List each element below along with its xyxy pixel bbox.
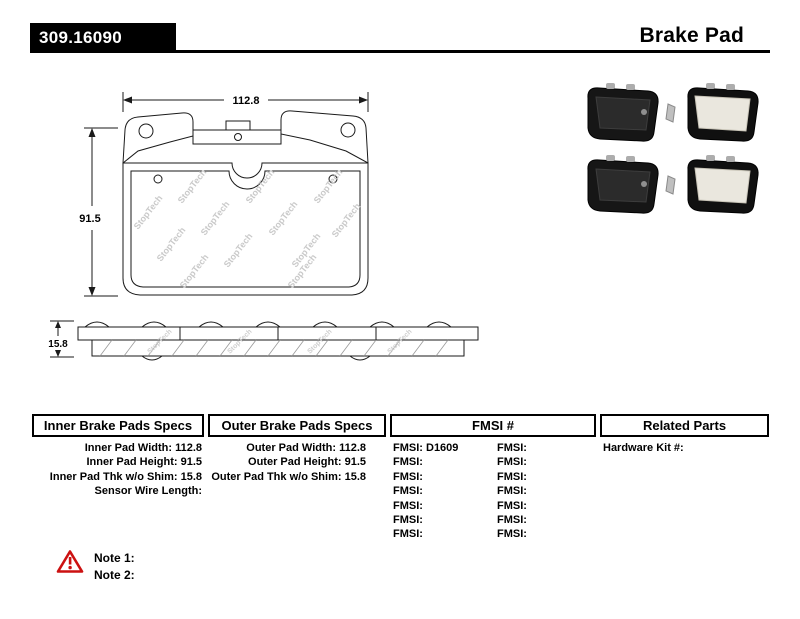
watermark-text: StopTech (330, 201, 363, 239)
watermark-text: StopTech (386, 328, 413, 355)
inner-spec-row: Sensor Wire Length: (94, 485, 202, 498)
watermark-side-group: StopTech StopTech StopTech StopTech (146, 328, 413, 355)
watermark-text: StopTech (267, 199, 300, 237)
fmsi-row: FMSI: (497, 485, 527, 498)
fmsi-row: FMSI: (497, 499, 527, 512)
fmsi-row: FMSI: (393, 456, 423, 469)
part-number-box: 309.16090 (30, 23, 176, 52)
outer-specs-header: Outer Brake Pads Specs (208, 414, 386, 437)
inner-spec-row: Inner Pad Thk w/o Shim: 15.8 (49, 470, 202, 483)
outer-spec-row: Outer Pad Thk w/o Shim: 15.8 (211, 470, 366, 483)
brake-pad-technical-drawing: StopTech StopTech StopTech StopTech Stop… (48, 92, 479, 361)
fmsi-header-label: FMSI # (472, 418, 514, 433)
fmsi-row: FMSI: (497, 442, 527, 454)
watermark-text: StopTech (178, 252, 211, 290)
fmsi-row: FMSI: (393, 485, 423, 498)
fmsi-row: FMSI: (393, 470, 423, 483)
photo-pad-back (587, 83, 659, 142)
related-parts-list: Hardware Kit #: (603, 441, 763, 455)
watermark-text: StopTech (199, 199, 232, 237)
watermark-group: StopTech StopTech StopTech StopTech Stop… (132, 167, 363, 290)
part-number: 309.16090 (39, 27, 123, 47)
fmsi-row: FMSI: (497, 456, 527, 469)
watermark-text: StopTech (312, 167, 345, 205)
outer-spec-row: Outer Pad Width: 112.8 (246, 442, 366, 454)
dim-thickness-label: 15.8 (48, 339, 68, 350)
warning-icon (56, 550, 84, 573)
watermark-text: StopTech (155, 225, 188, 263)
product-photos (587, 83, 759, 214)
inner-specs-list: Inner Pad Width: 112.8 Inner Pad Height:… (32, 441, 202, 499)
note-2: Note 2: (94, 568, 135, 582)
outer-specs-header-label: Outer Brake Pads Specs (221, 418, 373, 433)
related-parts-header-label: Related Parts (642, 418, 727, 433)
fmsi-row: FMSI: (497, 514, 527, 527)
fmsi-header: FMSI # (390, 414, 596, 437)
watermark-text: StopTech (244, 167, 277, 205)
fmsi-row: FMSI: (393, 499, 423, 512)
related-parts-header: Related Parts (600, 414, 769, 437)
related-part-row: Hardware Kit #: (603, 442, 684, 454)
dim-height-label: 91.5 (79, 213, 100, 225)
hardware-clips (665, 103, 676, 195)
watermark-text: StopTech (146, 328, 173, 355)
watermark-text: StopTech (132, 193, 165, 231)
fmsi-row: FMSI: (393, 514, 423, 527)
watermark-text: StopTech (176, 167, 209, 205)
outer-spec-row: Outer Pad Height: 91.5 (248, 456, 366, 469)
fmsi-row: FMSI: (497, 528, 527, 541)
watermark-text: StopTech (222, 231, 255, 269)
note-1: Note 1: (94, 551, 135, 565)
fmsi-list-left: FMSI: D1609 FMSI: FMSI: FMSI: FMSI: FMSI… (393, 441, 493, 542)
inner-specs-header: Inner Brake Pads Specs (32, 414, 204, 437)
fmsi-list-right: FMSI: FMSI: FMSI: FMSI: FMSI: FMSI: FMSI… (497, 441, 597, 542)
photo-pad-front (687, 83, 759, 142)
fmsi-row: FMSI: (497, 470, 527, 483)
dim-width-label: 112.8 (233, 95, 260, 107)
watermark-text: StopTech (306, 328, 333, 355)
fmsi-row: FMSI: D1609 (393, 442, 459, 454)
page-title: Brake Pad (639, 24, 744, 47)
inner-spec-row: Inner Pad Width: 112.8 (84, 442, 202, 454)
fmsi-row: FMSI: (393, 528, 423, 541)
header-rule (30, 50, 770, 53)
outer-specs-list: Outer Pad Width: 112.8 Outer Pad Height:… (208, 441, 366, 484)
inner-specs-header-label: Inner Brake Pads Specs (43, 418, 193, 433)
inner-spec-row: Inner Pad Height: 91.5 (86, 456, 202, 469)
